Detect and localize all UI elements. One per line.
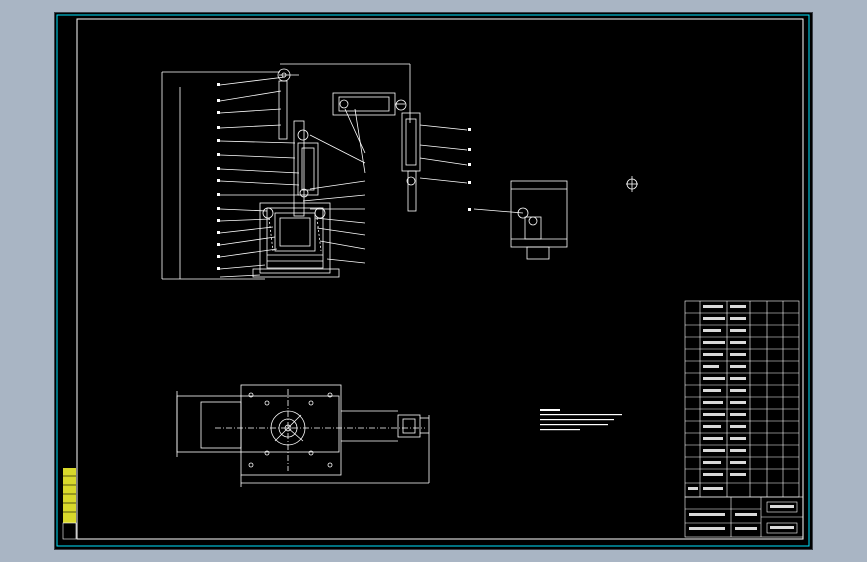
drawing-sheet bbox=[56, 14, 810, 547]
parts-list-entries bbox=[688, 305, 794, 530]
surface-roughness-symbol bbox=[626, 176, 638, 192]
inner-frame bbox=[76, 18, 804, 540]
title-block bbox=[684, 496, 804, 538]
detail-view-gripper bbox=[473, 180, 568, 260]
front-view-assembly bbox=[161, 63, 468, 280]
cad-drawing-viewport[interactable] bbox=[54, 12, 813, 550]
side-stamp bbox=[62, 468, 77, 540]
parts-list-table bbox=[684, 300, 800, 498]
top-view-assembly bbox=[176, 384, 430, 487]
technical-notes bbox=[540, 409, 622, 431]
part-balloons bbox=[217, 83, 471, 270]
outer-frame bbox=[56, 14, 810, 547]
